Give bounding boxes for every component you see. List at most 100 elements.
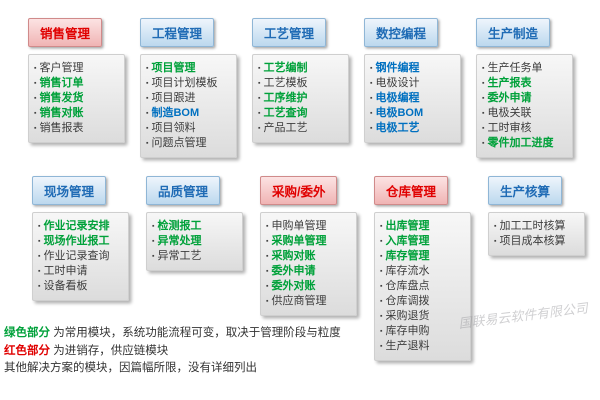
module-item-label: 项目计划模板 (151, 77, 218, 89)
module-item-label: 委外申请 (271, 265, 316, 277)
legend-green-text: 为常用模块，系统功能流程可变，取决于管理阶段与粒度 (50, 327, 341, 339)
module-item-label: 生产退料 (385, 340, 430, 352)
module-item: ▪电极关联 (482, 106, 567, 121)
bullet-icon: ▪ (258, 110, 261, 117)
bullet-icon: ▪ (380, 283, 383, 290)
module-item: ▪生产任务单 (482, 61, 567, 76)
bullet-icon: ▪ (266, 298, 269, 305)
legend-red-label: 红色部分 (4, 344, 50, 357)
bullet-icon: ▪ (266, 223, 269, 230)
module-item: ▪项目管理 (146, 61, 231, 76)
bullet-icon: ▪ (152, 238, 155, 245)
group-body: ▪生产任务单▪生产报表▪委外申请▪电极关联▪工时审核▪零件加工进度 (476, 54, 573, 158)
module-item-label: 库存管理 (385, 250, 430, 262)
module-group: 工艺管理▪工艺编制▪工艺模板▪工序维护▪工艺查询▪产品工艺 (252, 18, 349, 158)
module-item-label: 委外对账 (271, 280, 316, 292)
bullet-icon: ▪ (152, 253, 155, 260)
module-item-label: 现场作业报工 (43, 235, 110, 247)
group-body: ▪出库管理▪入库管理▪库存管理▪库存流水▪仓库盘点▪仓库调拨▪采购退货▪库存申购… (374, 212, 471, 361)
bullet-icon: ▪ (482, 125, 485, 132)
module-item-label: 生产报表 (487, 77, 532, 89)
bullet-icon: ▪ (258, 80, 261, 87)
module-item: ▪库存流水 (380, 264, 465, 279)
module-item-label: 检测报工 (157, 220, 202, 232)
bullet-icon: ▪ (482, 110, 485, 117)
module-item-label: 采购单管理 (271, 235, 327, 247)
group-header: 工艺管理 (252, 18, 327, 47)
bullet-icon: ▪ (370, 95, 373, 102)
module-item: ▪电极BOM (370, 106, 455, 121)
module-group: 销售管理▪客户管理▪销售订单▪销售发货▪销售对账▪销售报表 (28, 18, 125, 158)
module-item: ▪生产退料 (380, 339, 465, 354)
module-item: ▪仓库调拨 (380, 294, 465, 309)
bullet-icon: ▪ (380, 268, 383, 275)
module-row-top: 销售管理▪客户管理▪销售订单▪销售发货▪销售对账▪销售报表工程管理▪项目管理▪项… (28, 18, 573, 158)
group-body: ▪申购单管理▪采购单管理▪采购对账▪委外申请▪委外对账▪供应商管理 (260, 212, 357, 316)
group-header: 工程管理 (140, 18, 215, 47)
module-item-label: 项目领料 (151, 122, 196, 134)
bullet-icon: ▪ (152, 223, 155, 230)
group-header: 采购/委外 (260, 176, 338, 205)
bullet-icon: ▪ (266, 253, 269, 260)
module-item-label: 项目管理 (151, 62, 196, 74)
module-item-label: 加工工时核算 (499, 220, 566, 232)
bullet-icon: ▪ (370, 65, 373, 72)
module-item: ▪异常工艺 (152, 249, 237, 264)
bullet-icon: ▪ (266, 283, 269, 290)
module-item: ▪电极编程 (370, 91, 455, 106)
module-item: ▪电极设计 (370, 76, 455, 91)
bullet-icon: ▪ (370, 110, 373, 117)
module-item: ▪委外申请 (266, 264, 351, 279)
bullet-icon: ▪ (380, 313, 383, 320)
module-item: ▪采购退货 (380, 309, 465, 324)
module-item-label: 电极设计 (375, 77, 420, 89)
module-item: ▪制造BOM (146, 106, 231, 121)
module-item: ▪库存申购 (380, 324, 465, 339)
module-item: ▪库存管理 (380, 249, 465, 264)
group-body: ▪作业记录安排▪现场作业报工▪作业记录查询▪工时申请▪设备看板 (32, 212, 129, 301)
module-item: ▪工时申请 (38, 264, 123, 279)
bullet-icon: ▪ (258, 125, 261, 132)
module-item: ▪销售发货 (34, 91, 119, 106)
module-item: ▪检测报工 (152, 219, 237, 234)
bullet-icon: ▪ (482, 95, 485, 102)
module-item: ▪工序维护 (258, 91, 343, 106)
module-item-label: 工时申请 (43, 265, 88, 277)
module-item-label: 工艺编制 (263, 62, 308, 74)
module-item-label: 工艺查询 (263, 107, 308, 119)
module-item: ▪销售报表 (34, 121, 119, 136)
module-item-label: 设备看板 (43, 280, 88, 292)
module-item-label: 入库管理 (385, 235, 430, 247)
module-group: 仓库管理▪出库管理▪入库管理▪库存管理▪库存流水▪仓库盘点▪仓库调拨▪采购退货▪… (374, 176, 471, 361)
bullet-icon: ▪ (380, 253, 383, 260)
module-item: ▪工艺查询 (258, 106, 343, 121)
module-item-label: 申购单管理 (271, 220, 327, 232)
module-item: ▪项目成本核算 (494, 234, 579, 249)
module-item: ▪产品工艺 (258, 121, 343, 136)
module-item-label: 电极编程 (375, 92, 420, 104)
legend-line-other: 其他解决方案的模块，因篇幅所限，没有详细列出 (4, 362, 257, 374)
bullet-icon: ▪ (380, 223, 383, 230)
bullet-icon: ▪ (146, 110, 149, 117)
module-item: ▪采购对账 (266, 249, 351, 264)
module-item-label: 异常工艺 (157, 250, 202, 262)
module-item-label: 作业记录查询 (43, 250, 110, 262)
bullet-icon: ▪ (380, 298, 383, 305)
bullet-icon: ▪ (38, 268, 41, 275)
module-item: ▪作业记录安排 (38, 219, 123, 234)
group-header: 品质管理 (146, 176, 221, 205)
legend-green-label: 绿色部分 (4, 327, 50, 339)
bullet-icon: ▪ (34, 125, 37, 132)
module-item-label: 产品工艺 (263, 122, 308, 134)
group-header: 仓库管理 (374, 176, 449, 205)
bullet-icon: ▪ (494, 238, 497, 245)
module-item: ▪供应商管理 (266, 294, 351, 309)
bullet-icon: ▪ (258, 95, 261, 102)
module-item: ▪入库管理 (380, 234, 465, 249)
module-item-label: 项目成本核算 (499, 235, 566, 247)
group-body: ▪加工工时核算 ▪项目成本核算 (488, 212, 585, 256)
legend-line-green: 绿色部分 为常用模块，系统功能流程可变，取决于管理阶段与粒度 (4, 325, 341, 343)
module-item: ▪出库管理 (380, 219, 465, 234)
module-item: ▪异常处理 (152, 234, 237, 249)
